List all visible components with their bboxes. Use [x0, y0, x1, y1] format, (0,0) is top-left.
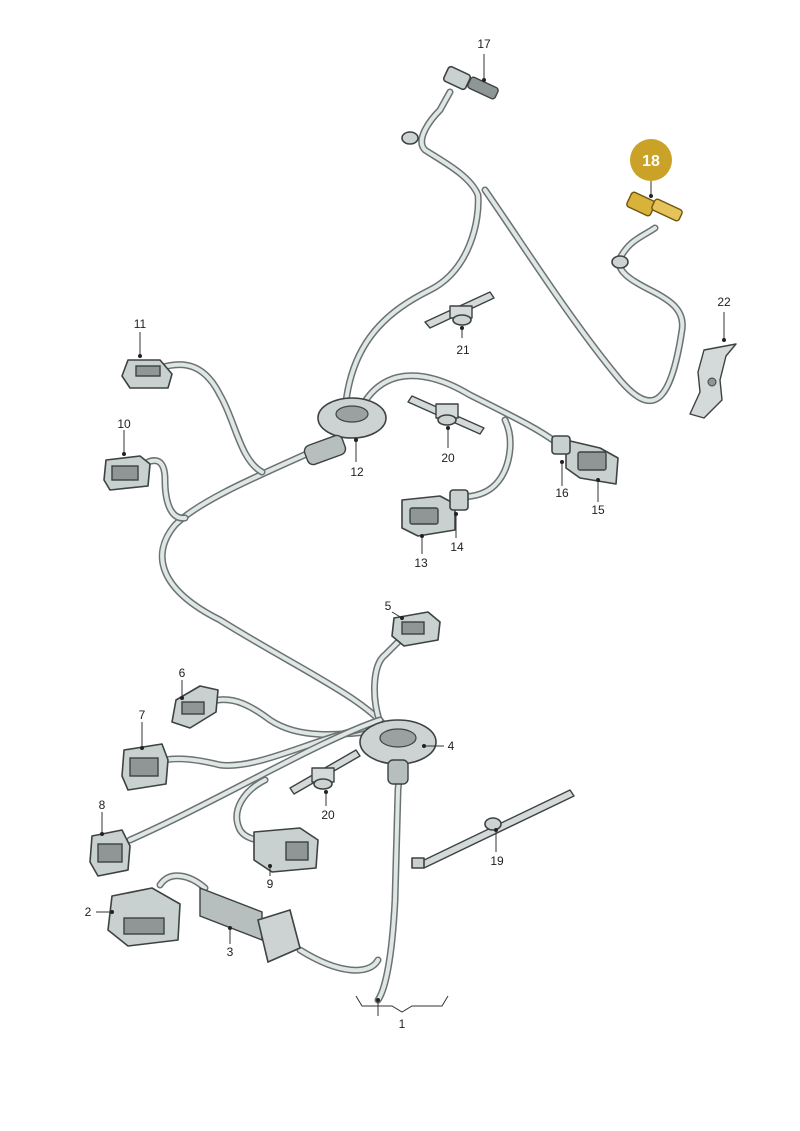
clip-21	[424, 291, 495, 329]
clip-20-lower	[289, 749, 361, 795]
callout-label-15: 15	[591, 503, 605, 517]
sensor-18-highlighted	[611, 191, 683, 269]
leader-lines	[96, 54, 726, 1016]
boot-3	[199, 886, 301, 964]
callout-label-6: 6	[179, 666, 186, 680]
connector-5	[391, 611, 441, 647]
connector-6	[171, 685, 219, 729]
connector-7	[121, 743, 169, 791]
callout-label-9: 9	[267, 877, 274, 891]
callout-label-22: 22	[717, 295, 731, 309]
highlight-badge-circle	[630, 139, 672, 181]
callout-label-16: 16	[555, 486, 569, 500]
callout-labels: 17 22 11 21 10 20 12 16 15 14 13 5 6 7 4…	[85, 37, 731, 1031]
callout-label-21: 21	[456, 343, 470, 357]
callout-label-8: 8	[99, 798, 106, 812]
connector-13-14	[401, 489, 469, 537]
callout-label-1: 1	[399, 1017, 406, 1031]
grommet-4	[359, 719, 437, 785]
callout-label-20-upper: 20	[441, 451, 455, 465]
callout-label-12: 12	[350, 465, 364, 479]
callout-label-11: 11	[134, 317, 147, 331]
clip-20-upper	[407, 395, 485, 435]
grommet-12	[303, 397, 387, 466]
connector-10	[103, 455, 151, 491]
bracket-22	[689, 343, 737, 419]
callout-label-4: 4	[448, 739, 455, 753]
callout-label-18: 18	[642, 153, 660, 170]
connector-17	[401, 65, 499, 145]
connector-8	[89, 829, 131, 877]
callout-label-5: 5	[385, 599, 392, 613]
connector-15-16	[551, 435, 619, 485]
callout-label-7: 7	[139, 708, 146, 722]
callout-label-14: 14	[450, 540, 464, 554]
callout-label-10: 10	[117, 417, 131, 431]
callout-label-13: 13	[414, 556, 428, 570]
highlight-badge-18[interactable]: 18	[630, 139, 672, 181]
callout-label-2: 2	[85, 905, 92, 919]
callout-label-19: 19	[490, 854, 504, 868]
connector-9	[253, 827, 319, 873]
callout-label-17: 17	[477, 37, 491, 51]
connector-2	[107, 887, 181, 947]
connector-11	[121, 359, 173, 389]
callout-label-20-lower: 20	[321, 808, 335, 822]
callout-label-3: 3	[227, 945, 234, 959]
harness-wires	[126, 88, 686, 1004]
